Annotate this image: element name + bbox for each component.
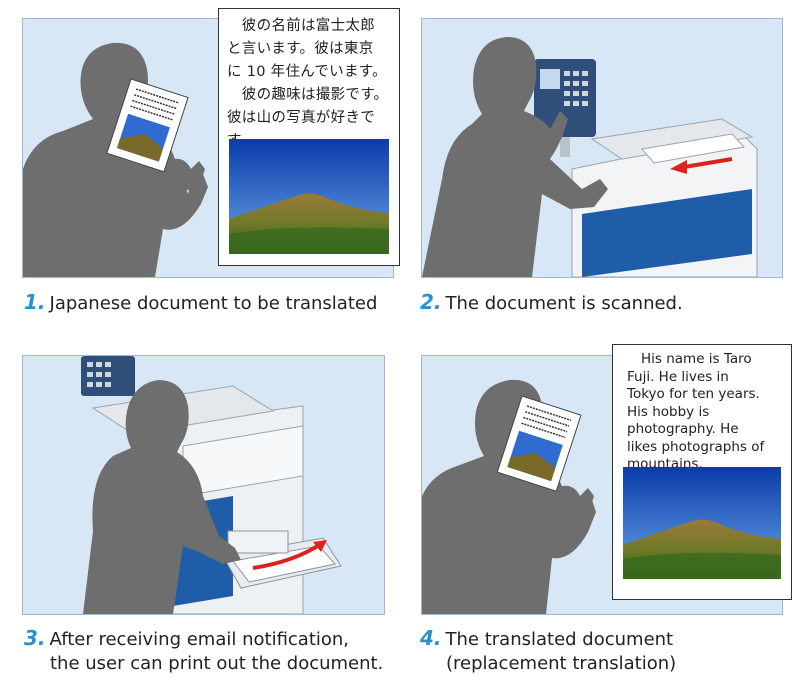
doc-line: と言います。彼は東京 — [227, 41, 374, 57]
panel-step-2 — [421, 18, 783, 278]
step-text: The document is scanned. — [445, 293, 683, 314]
doc-line: Tokyo for ten years. — [627, 386, 760, 402]
translated-document-text: His name is Taro Fuji. He lives in Tokyo… — [621, 351, 785, 474]
step-3-caption: 3.After receiving email notification, th… — [24, 626, 383, 676]
step-2-caption: 2.The document is scanned. — [420, 290, 683, 316]
step-number: 3. — [24, 626, 46, 650]
doc-line: 彼の名前は富士太郎 — [227, 18, 375, 34]
step-number: 2. — [420, 290, 442, 314]
translated-document: His name is Taro Fuji. He lives in Tokyo… — [612, 344, 792, 600]
doc-line: likes photographs of — [627, 438, 765, 455]
japanese-document: 彼の名前は富士太郎 と言います。彼は東京 に 10 年住んでいます。 彼の趣味は… — [218, 8, 400, 266]
doc-line: Fuji. He lives in — [627, 368, 729, 385]
step-1-caption: 1.Japanese document to be translated — [24, 290, 377, 316]
step-4-caption: 4.The translated document (replacement t… — [420, 626, 676, 676]
japanese-document-text: 彼の名前は富士太郎 と言います。彼は東京 に 10 年住んでいます。 彼の趣味は… — [227, 15, 393, 153]
person-reading-translation-illustration — [422, 379, 596, 614]
mountain-photo — [623, 467, 781, 579]
panel-step-3 — [22, 355, 385, 615]
step-text-line-1: The translated document — [445, 629, 674, 650]
doc-line: His hobby is — [627, 403, 710, 420]
mountain-photo — [229, 139, 389, 254]
step-text-line-2: the user can print out the document. — [50, 653, 384, 674]
step-text-line-2: (replacement translation) — [446, 653, 677, 674]
person-reading-illustration — [23, 42, 208, 277]
scanning-illustration — [422, 37, 758, 277]
doc-line: photography. He — [627, 421, 739, 437]
step-text-line-1: After receiving email notification, — [49, 629, 350, 650]
step-number: 4. — [420, 626, 442, 650]
doc-line: に 10 年住んでいます。 — [227, 64, 387, 80]
step-text: Japanese document to be translated — [49, 293, 378, 314]
printing-illustration — [81, 356, 342, 614]
doc-line: His name is Taro — [641, 351, 752, 367]
step-number: 1. — [24, 290, 46, 314]
doc-line: 彼の趣味は撮影です。 — [227, 87, 389, 103]
